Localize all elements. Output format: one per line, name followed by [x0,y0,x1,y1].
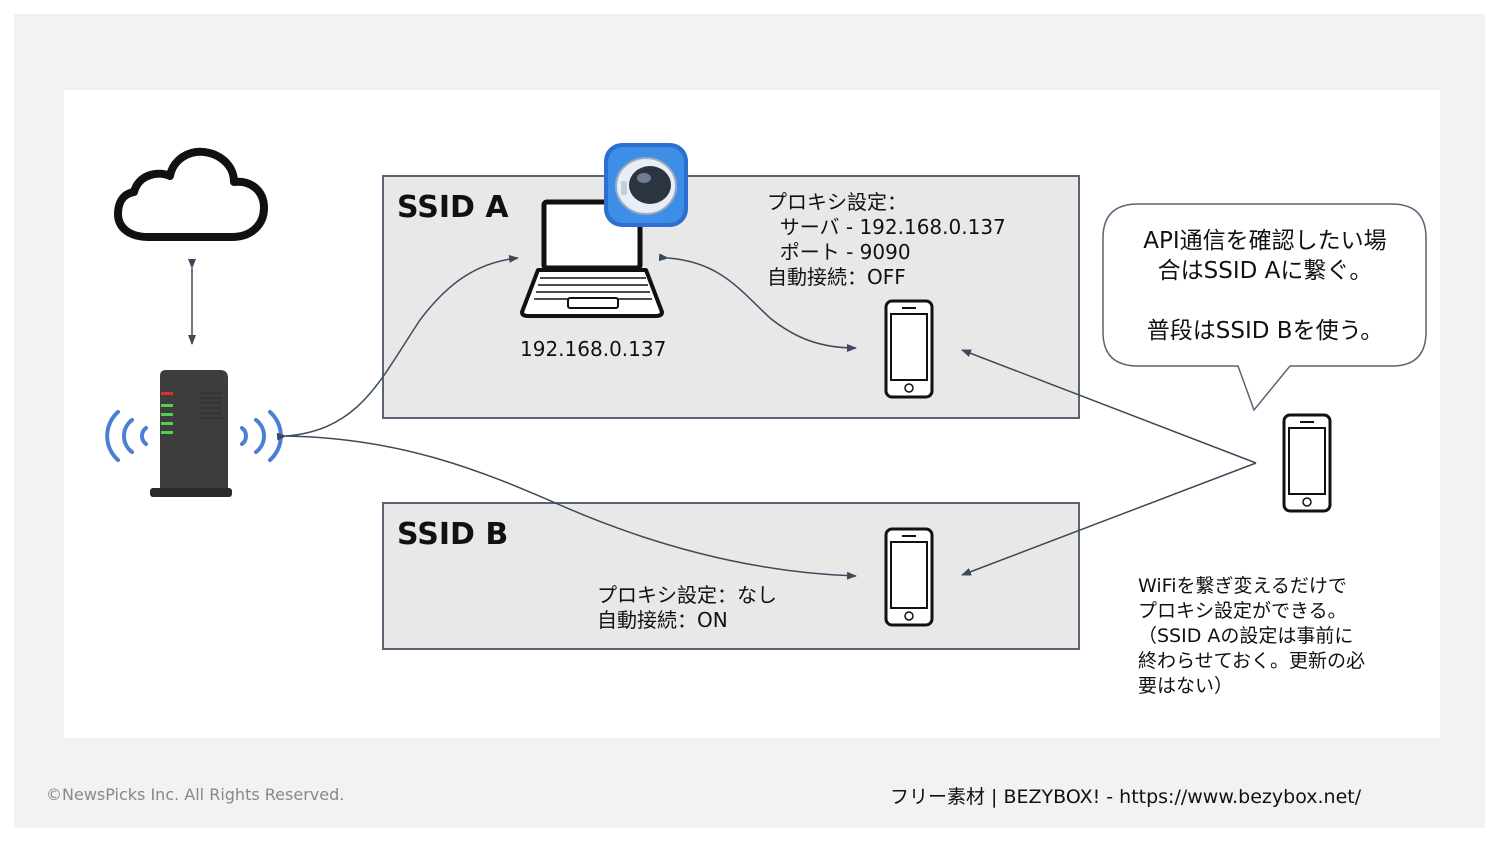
speech-bubble-text: API通信を確認したい場 合はSSID Aに繋ぐ。 普段はSSID Bを使う。 [1110,226,1420,346]
image-credit: フリー素材 | BEZYBOX! - https://www.bezybox.n… [890,786,1362,808]
ssid-a-proxy-settings: プロキシ設定： サーバ - 192.168.0.137 ポート - 9090 自… [767,190,1006,290]
bubble-line [1110,286,1420,316]
smartphone-icon [884,299,934,399]
note-line: 終わらせておく。更新の必 [1138,650,1366,672]
switch-to-ssid-a-link [961,349,1257,464]
note-line: 要はない） [1138,675,1234,697]
proxy-server-line: サーバ - 192.168.0.137 [767,215,1006,239]
cloud-icon [114,147,268,241]
ssid-b-proxy-settings: プロキシ設定：なし 自動接続：ON [597,583,777,633]
copyright-text: ©NewsPicks Inc. All Rights Reserved. [46,785,345,804]
proxy-setting-line: プロキシ設定：なし [597,583,777,607]
switch-to-ssid-b-link [961,462,1257,576]
bubble-line: 普段はSSID Bを使う。 [1146,318,1384,344]
note-line: （SSID Aの設定は事前に [1138,625,1354,647]
ssid-b-box [382,502,1080,650]
router-phone-b-link [285,435,857,580]
bubble-line: 合はSSID Aに繋ぐ。 [1157,258,1373,284]
side-note: WiFiを繋ぎ変えるだけで プロキシ設定ができる。 （SSID Aの設定は事前に… [1138,574,1365,699]
ssid-b-title: SSID B [397,517,509,552]
auto-connect-line: 自動接続：ON [597,608,728,632]
speech-bubble [1102,203,1427,412]
smartphone-icon [884,527,934,627]
proxy-setting-line: プロキシ設定： [767,190,907,214]
note-line: WiFiを繋ぎ変えるだけで [1138,575,1347,597]
bubble-line: API通信を確認したい場 [1143,228,1387,254]
auto-connect-line: 自動接続：OFF [767,265,906,289]
router-laptop-link [276,254,519,441]
laptop-phone-a-link [658,253,857,352]
proxy-port-line: ポート - 9090 [767,240,911,264]
laptop-ip-label: 192.168.0.137 [520,337,667,361]
ssid-a-title: SSID A [397,190,509,225]
astronaut-app-icon [604,143,688,227]
wifi-router-icon [150,370,232,497]
note-line: プロキシ設定ができる。 [1138,600,1347,622]
smartphone-icon [1282,413,1332,513]
